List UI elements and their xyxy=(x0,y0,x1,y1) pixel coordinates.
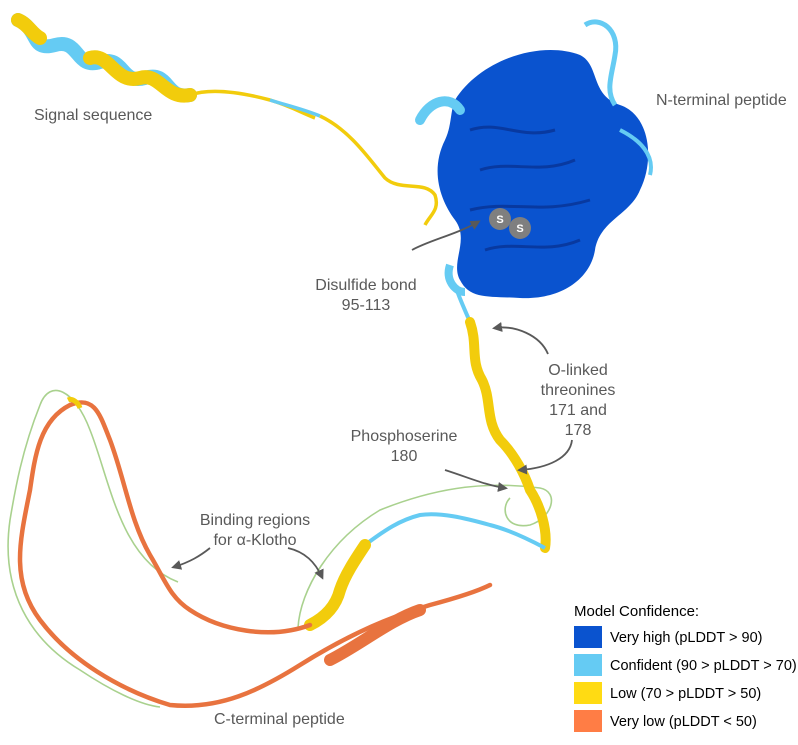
annotation-labels: Signal sequence N-terminal peptide Disul… xyxy=(34,92,787,728)
c-terminal-peptide-label: C-terminal peptide xyxy=(214,711,345,728)
sulfur-label-1: S xyxy=(496,214,503,226)
annotation-arrows xyxy=(171,220,573,580)
phosphoserine-label-line1: Phosphoserine xyxy=(351,428,458,445)
binding-region-outline-long xyxy=(7,389,179,708)
olinked-arrow-lower xyxy=(517,439,573,475)
n-terminal-peptide-label: N-terminal peptide xyxy=(656,92,787,109)
legend-title: Model Confidence: xyxy=(574,603,699,620)
olinked-label-line1: O-linked xyxy=(548,362,608,379)
olinked-label-line2: threonines xyxy=(541,382,616,399)
binding-label-line2: for α-Klotho xyxy=(213,532,296,549)
legend-swatch-very-low xyxy=(574,710,602,732)
n-terminal-domain xyxy=(415,19,653,323)
disulfide-arrow xyxy=(411,220,481,251)
signal-sequence-label: Signal sequence xyxy=(34,107,152,124)
sulfur-atom-1 xyxy=(489,208,511,230)
disulfide-atoms: S S xyxy=(489,208,531,239)
disulfide-label-line1: Disulfide bond xyxy=(315,277,416,294)
olinked-arrow-upper xyxy=(492,322,549,355)
olinked-label-line4: 178 xyxy=(565,422,592,439)
phosphoserine-label-line2: 180 xyxy=(391,448,418,465)
sulfur-atom-2 xyxy=(509,217,531,239)
confidence-legend: Model Confidence: Very high (pLDDT > 90)… xyxy=(574,603,797,732)
legend-label-very-low: Very low (pLDDT < 50) xyxy=(610,714,757,730)
central-linker xyxy=(304,317,551,631)
legend-label-confident: Confident (90 > pLDDT > 70) xyxy=(610,658,797,674)
sulfur-label-2: S xyxy=(516,223,523,235)
legend-swatch-low xyxy=(574,682,602,704)
olinked-label-line3: 171 and xyxy=(549,402,607,419)
legend-label-very-high: Very high (pLDDT > 90) xyxy=(610,630,762,646)
binding-arrow-right xyxy=(287,547,324,580)
disulfide-label-line2: 95-113 xyxy=(342,297,391,314)
binding-label-line1: Binding regions xyxy=(200,512,310,529)
c-terminal-region xyxy=(17,397,493,708)
binding-arrow-left xyxy=(171,547,211,570)
legend-swatch-confident xyxy=(574,654,602,676)
legend-label-low: Low (70 > pLDDT > 50) xyxy=(610,686,761,702)
legend-swatch-very-high xyxy=(574,626,602,648)
phosphoserine-arrow xyxy=(444,469,508,492)
signal-sequence-helix xyxy=(11,13,438,226)
